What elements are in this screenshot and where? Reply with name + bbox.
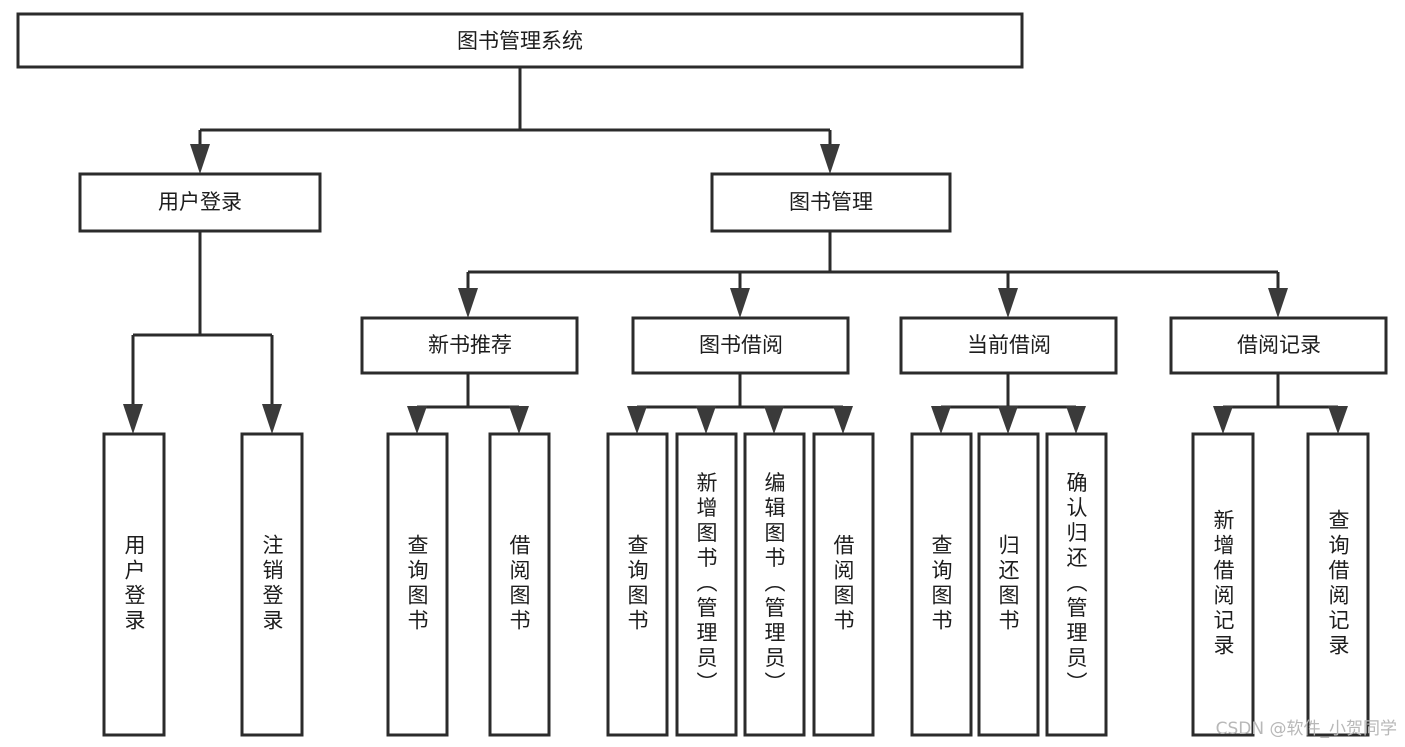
- node-leaf11-box[interactable]: [1045, 432, 1108, 737]
- node-leaf10[interactable]: 归还图书: [977, 432, 1040, 737]
- node-leaf9-label: 查询图书: [929, 534, 953, 634]
- node-newbook-label: 新书推荐: [428, 333, 512, 357]
- node-leaf6-box[interactable]: [675, 432, 738, 737]
- node-leaf5[interactable]: 查询图书: [606, 432, 669, 737]
- node-leaf1-box[interactable]: [102, 432, 166, 737]
- arrow-newbook-leaf4: [509, 406, 529, 434]
- node-leaf7[interactable]: 编辑图书（管理员）: [743, 432, 806, 737]
- node-leaf2-box[interactable]: [240, 432, 304, 737]
- node-leaf8[interactable]: 借阅图书: [812, 432, 875, 737]
- node-leaf1[interactable]: 用户登录: [102, 432, 166, 737]
- arrow-root-to-login: [190, 144, 210, 174]
- node-leaf12-label: 新增借阅记录: [1211, 509, 1235, 659]
- node-records[interactable]: 借阅记录: [1169, 316, 1388, 375]
- node-leaf7-label: 编辑图书（管理员）: [762, 472, 786, 697]
- node-login-label: 用户登录: [158, 190, 242, 214]
- arrow-current-leaf9: [931, 406, 951, 434]
- node-borrow-label: 图书借阅: [699, 333, 783, 357]
- connector-group-current: [931, 373, 1086, 434]
- node-borrow-box[interactable]: [631, 316, 850, 375]
- node-records-box[interactable]: [1169, 316, 1388, 375]
- arrow-borrow-leaf5: [627, 406, 647, 434]
- arrow-borrow-leaf8: [833, 406, 853, 434]
- node-leaf6-label: 新增图书（管理员）: [694, 472, 718, 697]
- node-records-label: 借阅记录: [1237, 333, 1321, 357]
- arrow-borrow-leaf7: [764, 406, 784, 434]
- arrow-newbook-leaf3: [407, 406, 427, 434]
- arrow-bookmgmt-newbook: [458, 288, 478, 318]
- arrow-records-leaf12: [1213, 406, 1233, 434]
- node-leaf8-box[interactable]: [812, 432, 875, 737]
- connector-group-records: [1213, 373, 1348, 434]
- node-root-box[interactable]: [16, 12, 1024, 69]
- node-login-box[interactable]: [78, 172, 322, 233]
- connector-group-borrow: [627, 373, 853, 434]
- node-leaf3[interactable]: 查询图书: [386, 432, 449, 737]
- node-leaf4-label: 借阅图书: [507, 534, 531, 634]
- node-login[interactable]: 用户登录: [78, 172, 322, 233]
- node-leaf12[interactable]: 新增借阅记录: [1191, 432, 1255, 737]
- node-current-label: 当前借阅: [967, 333, 1051, 357]
- node-current-box[interactable]: [899, 316, 1118, 375]
- node-leaf13[interactable]: 查询借阅记录: [1306, 432, 1370, 737]
- connector-group-root: [190, 68, 840, 174]
- node-leaf9-box[interactable]: [910, 432, 973, 737]
- node-leaf9[interactable]: 查询图书: [910, 432, 973, 737]
- node-leaf2-label: 注销登录: [260, 534, 284, 634]
- connector-group-login: [123, 231, 282, 434]
- arrow-login-leaf1: [123, 404, 143, 434]
- connector-group-newbook: [407, 373, 529, 434]
- arrow-bookmgmt-records: [1268, 288, 1288, 318]
- node-leaf3-box[interactable]: [386, 432, 449, 737]
- node-leaf13-label: 查询借阅记录: [1326, 509, 1350, 659]
- node-leaf5-box[interactable]: [606, 432, 669, 737]
- arrow-bookmgmt-borrow: [730, 288, 750, 318]
- node-leaf12-box[interactable]: [1191, 432, 1255, 737]
- node-bookmgmt-box[interactable]: [710, 172, 952, 233]
- node-bookmgmt[interactable]: 图书管理: [710, 172, 952, 233]
- node-leaf2[interactable]: 注销登录: [240, 432, 304, 737]
- node-root-label: 图书管理系统: [457, 29, 583, 53]
- node-leaf10-label: 归还图书: [996, 534, 1020, 634]
- node-leaf1-label: 用户登录: [122, 534, 146, 634]
- arrow-login-leaf2: [262, 404, 282, 434]
- node-bookmgmt-label: 图书管理: [789, 190, 873, 214]
- node-root[interactable]: 图书管理系统: [16, 12, 1024, 69]
- arrow-current-leaf10: [998, 406, 1018, 434]
- node-leaf10-box[interactable]: [977, 432, 1040, 737]
- node-leaf6[interactable]: 新增图书（管理员）: [675, 432, 738, 737]
- node-newbook[interactable]: 新书推荐: [360, 316, 579, 375]
- arrow-current-leaf11: [1066, 406, 1086, 434]
- node-leaf4-box[interactable]: [488, 432, 551, 737]
- connector-group-bookmgmt: [458, 231, 1288, 318]
- node-newbook-box[interactable]: [360, 316, 579, 375]
- node-leaf11[interactable]: 确认归还（管理员）: [1045, 432, 1108, 737]
- arrow-records-leaf13: [1328, 406, 1348, 434]
- node-leaf7-box[interactable]: [743, 432, 806, 737]
- node-leaf3-label: 查询图书: [405, 534, 429, 634]
- node-borrow[interactable]: 图书借阅: [631, 316, 850, 375]
- arrow-borrow-leaf6: [696, 406, 716, 434]
- node-leaf11-label: 确认归还（管理员）: [1064, 472, 1088, 697]
- node-current[interactable]: 当前借阅: [899, 316, 1118, 375]
- node-leaf5-label: 查询图书: [625, 534, 649, 634]
- arrow-bookmgmt-current: [998, 288, 1018, 318]
- node-leaf8-label: 借阅图书: [831, 534, 855, 634]
- arrow-root-to-bookmgmt: [820, 144, 840, 174]
- node-leaf13-box[interactable]: [1306, 432, 1370, 737]
- node-leaf4[interactable]: 借阅图书: [488, 432, 551, 737]
